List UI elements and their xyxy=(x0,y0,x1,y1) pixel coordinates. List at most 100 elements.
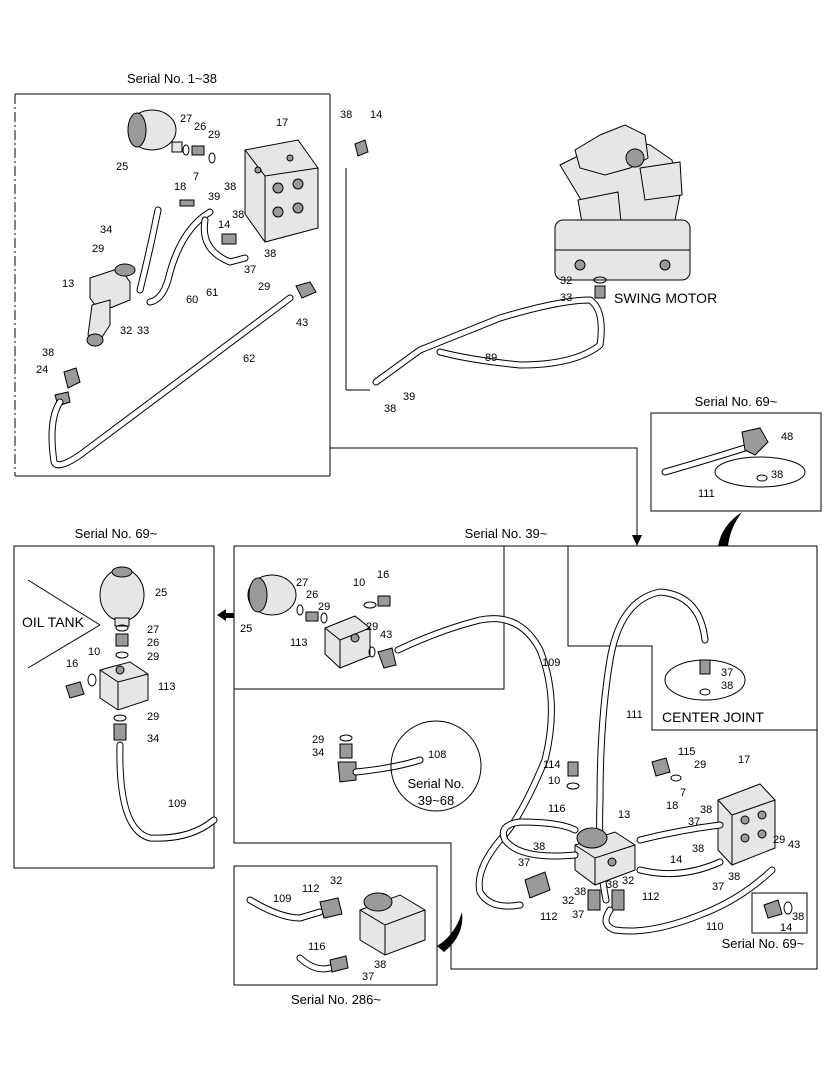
hose-60 xyxy=(136,206,249,294)
part-label: 13 xyxy=(618,809,630,821)
part-label: 38 xyxy=(574,886,586,898)
part-label: 116 xyxy=(308,941,326,953)
oil-tank-label: OIL TANK xyxy=(22,614,85,630)
part-label: 25 xyxy=(116,161,128,173)
fittings-112 xyxy=(524,871,625,911)
frame-serial-69-top xyxy=(650,412,822,512)
part-label: 116 xyxy=(548,803,566,815)
part-label: 24 xyxy=(36,364,48,376)
frame-serial-69-bottom xyxy=(751,892,808,934)
part-label: 89 xyxy=(485,352,497,364)
part-label: 38 xyxy=(232,209,244,221)
part-label: 29 xyxy=(318,601,330,613)
elbow-43-mid xyxy=(368,646,397,669)
part-label: 37 xyxy=(572,909,584,921)
manifold-17-bottom xyxy=(717,783,776,866)
block-113-mid xyxy=(324,615,371,669)
part-label: 112 xyxy=(302,883,320,895)
part-label: 29 xyxy=(312,734,324,746)
part-label: 37 xyxy=(362,971,374,983)
part-label: 27 xyxy=(180,113,192,125)
part-label: 48 xyxy=(781,431,793,443)
bolt-16-mid xyxy=(363,595,391,609)
part-label: 29 xyxy=(258,281,270,293)
fitting-29-34-mid xyxy=(337,734,357,783)
part-label: 34 xyxy=(100,224,112,236)
hose-61 xyxy=(146,208,214,306)
part-label: 14 xyxy=(670,854,682,866)
caption-serial-39-68-line2: 39~68 xyxy=(418,793,455,808)
part-label: 7 xyxy=(680,787,686,799)
part-label: 39 xyxy=(403,391,415,403)
hose-109-left xyxy=(116,741,218,842)
part-label: 37 xyxy=(688,816,700,828)
callout-leader-top xyxy=(718,512,742,546)
part-label: 29 xyxy=(92,243,104,255)
fitting-24 xyxy=(54,367,81,407)
part-label: 109 xyxy=(168,798,186,810)
part-label: 109 xyxy=(542,657,560,669)
part-label: 29 xyxy=(147,711,159,723)
caption-serial-286: Serial No. 286~ xyxy=(291,992,381,1007)
part-label: 32 xyxy=(330,875,342,887)
part-label: 29 xyxy=(694,759,706,771)
part-label: 38 xyxy=(264,248,276,260)
part-label: 38 xyxy=(384,403,396,415)
part-label: 37 xyxy=(244,264,256,276)
part-label: 37 xyxy=(518,857,530,869)
part-label: 113 xyxy=(290,637,308,649)
block-286 xyxy=(359,892,426,956)
part-label: 110 xyxy=(706,921,724,933)
part-label: 14 xyxy=(370,109,382,121)
part-label: 38 xyxy=(224,181,236,193)
hose-109-286 xyxy=(246,896,343,922)
part-label: 13 xyxy=(62,278,74,290)
part-label: 38 xyxy=(792,911,804,923)
bolt-16-left xyxy=(65,673,97,699)
part-label: 38 xyxy=(340,109,352,121)
caption-serial-1-38: Serial No. 1~38 xyxy=(127,71,217,86)
part-label: 32 xyxy=(560,275,572,287)
part-label: 18 xyxy=(174,181,186,193)
plug-14-top xyxy=(221,139,369,245)
part-label: 29 xyxy=(147,651,159,663)
part-labels: 27 26 29 17 38 14 25 7 18 38 39 38 14 34… xyxy=(36,109,804,983)
fitting-32-33-swing xyxy=(593,276,607,299)
part-label: 37 xyxy=(721,667,733,679)
manifold-17-top xyxy=(244,139,319,243)
part-label: 112 xyxy=(540,911,558,923)
frame-serial-1-38 xyxy=(14,93,331,477)
part-label: 26 xyxy=(147,637,159,649)
caption-serial-69-bottom: Serial No. 69~ xyxy=(722,936,805,951)
part-label: 115 xyxy=(678,746,696,758)
part-label: 109 xyxy=(273,893,291,905)
part-label: 38 xyxy=(606,879,618,891)
part-label: 26 xyxy=(194,121,206,133)
hose-109-main xyxy=(394,615,555,910)
frame-serial-286 xyxy=(233,865,438,986)
caption-serial-69-left: Serial No. 69~ xyxy=(75,526,158,541)
swing-motor xyxy=(554,124,691,281)
caption-serial-69-top: Serial No. 69~ xyxy=(695,394,778,409)
part-label: 111 xyxy=(626,709,643,721)
part-label: 43 xyxy=(788,839,800,851)
part-label: 43 xyxy=(380,629,392,641)
center-joint-label: CENTER JOINT xyxy=(662,709,764,725)
part-label: 61 xyxy=(206,287,218,299)
plug-115 xyxy=(651,757,682,782)
valve-13-bottom xyxy=(574,827,636,886)
part-label: 10 xyxy=(548,775,560,787)
part-label: 112 xyxy=(642,891,660,903)
valve-13-top xyxy=(86,263,136,347)
hose-116 xyxy=(499,818,579,860)
part-label: 108 xyxy=(428,749,446,761)
part-label: 38 xyxy=(42,347,54,359)
part-label: 38 xyxy=(771,469,783,481)
hose-116-286 xyxy=(296,954,349,973)
bolt-18-top xyxy=(179,199,195,207)
accumulator-25-mid xyxy=(247,574,297,616)
frame-serial-69-left xyxy=(13,545,215,869)
part-label: 38 xyxy=(728,871,740,883)
part-label: 27 xyxy=(147,624,159,636)
